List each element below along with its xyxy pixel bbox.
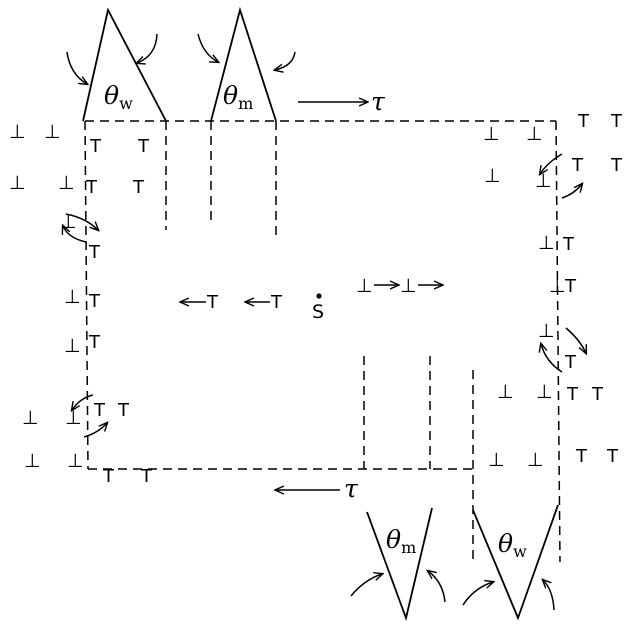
svg-text:T: T bbox=[577, 111, 590, 132]
wedge-bottom-w: θw bbox=[472, 504, 559, 621]
svg-text:⊥: ⊥ bbox=[483, 123, 500, 145]
svg-text:⊥: ⊥ bbox=[549, 275, 566, 297]
svg-text:⊥: ⊥ bbox=[64, 335, 81, 357]
mobile-dislocations: T T ⊥ ⊥ bbox=[181, 275, 442, 313]
svg-text:T: T bbox=[564, 352, 577, 373]
svg-text:⊥: ⊥ bbox=[9, 172, 26, 194]
svg-text:T: T bbox=[206, 292, 219, 313]
svg-text:⊥: ⊥ bbox=[356, 275, 373, 297]
point-s: S bbox=[312, 293, 324, 323]
dislocation-field: ⊥ ⊥ T T ⊥ ⊥ T T ⊥ T ⊥ T ⊥ T T T ⊥ ⊥ ⊥ ⊥ … bbox=[9, 111, 623, 487]
svg-text:⊥: ⊥ bbox=[538, 232, 555, 254]
svg-text:⊥: ⊥ bbox=[536, 381, 553, 403]
shear-top: τ bbox=[298, 87, 386, 116]
svg-text:⊥: ⊥ bbox=[24, 450, 41, 472]
svg-text:⊥: ⊥ bbox=[488, 449, 505, 471]
svg-text:T: T bbox=[562, 234, 575, 255]
svg-text:⊥: ⊥ bbox=[484, 165, 501, 187]
svg-text:⊥: ⊥ bbox=[58, 172, 75, 194]
svg-text:⊥: ⊥ bbox=[497, 381, 514, 403]
svg-text:⊥: ⊥ bbox=[67, 450, 84, 472]
svg-text:T: T bbox=[88, 291, 101, 312]
wedge-top-w: θw bbox=[82, 7, 167, 122]
svg-text:T: T bbox=[88, 242, 101, 263]
svg-text:T: T bbox=[564, 276, 577, 297]
tau-label-bottom: τ bbox=[344, 474, 359, 503]
svg-text:T: T bbox=[88, 332, 101, 353]
svg-text:θw: θw bbox=[498, 529, 527, 561]
svg-text:S: S bbox=[312, 301, 324, 323]
svg-text:T: T bbox=[566, 384, 579, 405]
svg-text:T: T bbox=[137, 136, 150, 157]
svg-text:θm: θm bbox=[386, 525, 416, 557]
svg-text:T: T bbox=[85, 177, 98, 198]
svg-text:⊥: ⊥ bbox=[60, 211, 77, 233]
svg-text:T: T bbox=[89, 136, 102, 157]
wedge-top-m: θm bbox=[210, 6, 277, 122]
svg-text:T: T bbox=[102, 466, 115, 487]
svg-text:T: T bbox=[606, 446, 619, 467]
svg-text:⊥: ⊥ bbox=[9, 121, 26, 143]
rotation-arrows bbox=[63, 33, 586, 611]
svg-text:θm: θm bbox=[223, 81, 253, 113]
svg-text:⊥: ⊥ bbox=[535, 170, 552, 192]
svg-text:T: T bbox=[140, 466, 153, 487]
svg-text:⊥: ⊥ bbox=[526, 123, 543, 145]
svg-text:⊥: ⊥ bbox=[527, 449, 544, 471]
wedge-bottom-m: θm bbox=[366, 507, 433, 622]
svg-text:T: T bbox=[117, 400, 130, 421]
svg-text:⊥: ⊥ bbox=[64, 286, 81, 308]
svg-text:T: T bbox=[575, 446, 588, 467]
svg-text:T: T bbox=[591, 384, 604, 405]
svg-text:T: T bbox=[571, 155, 584, 176]
svg-text:θw: θw bbox=[104, 81, 133, 113]
tau-label-top: τ bbox=[371, 87, 386, 116]
svg-text:T: T bbox=[132, 177, 145, 198]
svg-text:⊥: ⊥ bbox=[65, 407, 82, 429]
svg-text:T: T bbox=[270, 292, 283, 313]
svg-text:T: T bbox=[610, 111, 623, 132]
svg-text:⊥: ⊥ bbox=[538, 320, 555, 342]
shear-bottom: τ bbox=[276, 474, 359, 503]
boundary-outline bbox=[84, 120, 561, 563]
svg-text:T: T bbox=[610, 155, 623, 176]
svg-text:⊥: ⊥ bbox=[22, 407, 39, 429]
svg-text:⊥: ⊥ bbox=[400, 275, 417, 297]
svg-text:T: T bbox=[93, 400, 106, 421]
svg-text:⊥: ⊥ bbox=[44, 121, 61, 143]
